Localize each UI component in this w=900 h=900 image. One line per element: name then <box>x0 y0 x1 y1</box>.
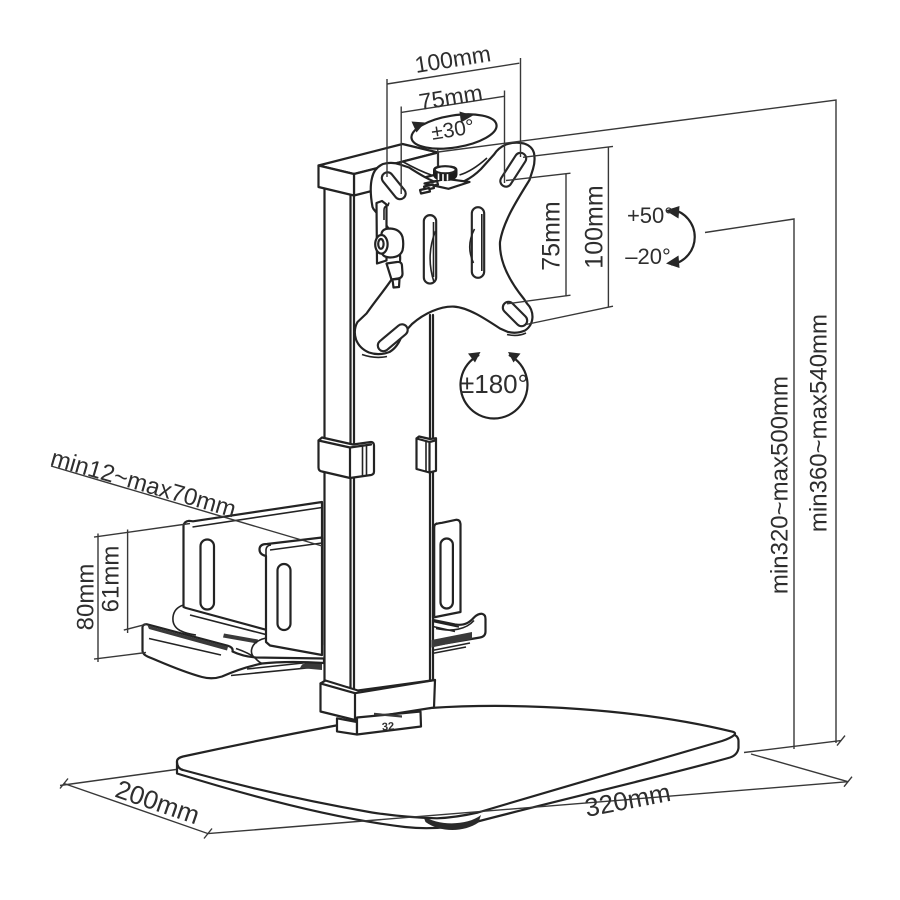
svg-text:min320~max500mm: min320~max500mm <box>766 376 793 594</box>
svg-text:75mm: 75mm <box>538 201 566 270</box>
svg-text:min360~max540mm: min360~max540mm <box>805 314 832 532</box>
svg-text:100mm: 100mm <box>581 185 609 268</box>
svg-text:32: 32 <box>381 720 394 733</box>
svg-text:±180°: ±180° <box>460 369 528 399</box>
svg-text:80mm: 80mm <box>72 564 99 631</box>
svg-text:61mm: 61mm <box>97 546 124 613</box>
svg-text:+50°: +50° <box>627 203 673 228</box>
svg-text:–20°: –20° <box>625 244 671 269</box>
